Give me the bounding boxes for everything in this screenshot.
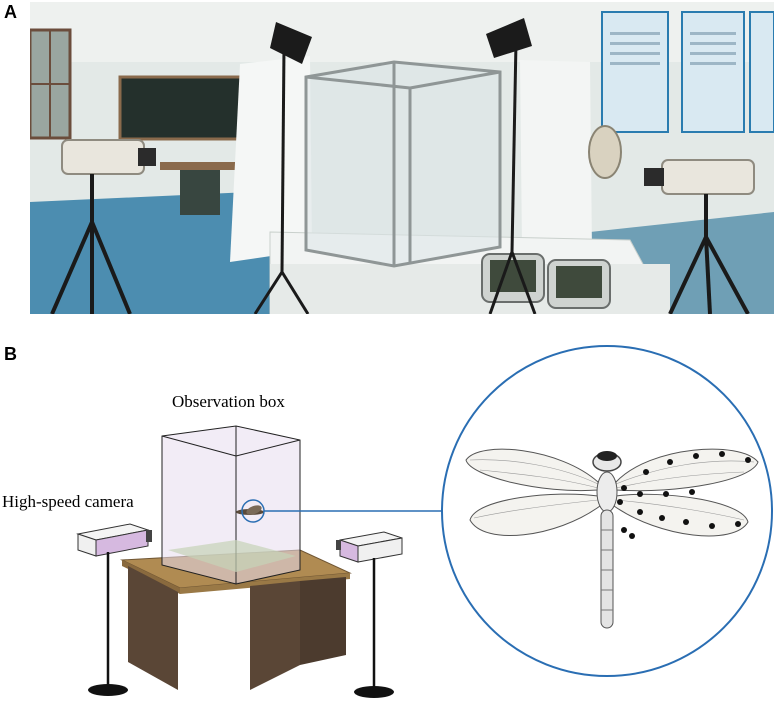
poster: [749, 11, 774, 133]
observation-box-label: Observation box: [172, 392, 285, 411]
speaker: [588, 125, 622, 179]
panel-b-letter: B: [4, 344, 17, 364]
dragonfly-large: [465, 448, 759, 629]
high-speed-camera-label: High-speed camera: [2, 492, 134, 511]
poster: [681, 11, 745, 133]
marker-dots: [617, 451, 751, 539]
white-backdrop: [520, 60, 592, 252]
left-camera: [50, 139, 156, 314]
glass-box: [304, 60, 502, 268]
right-camera: [644, 159, 755, 314]
white-backdrop: [230, 56, 312, 262]
floor: [30, 192, 290, 314]
panel-a-letter: A: [4, 2, 17, 22]
right-camera: [336, 531, 403, 698]
lab-photo: [30, 2, 774, 314]
blackboard: [118, 75, 254, 141]
left-camera: [76, 523, 152, 696]
light-head: [270, 18, 532, 64]
poster: [601, 11, 669, 133]
observation-box: [161, 425, 301, 585]
setup-diagram: [76, 345, 773, 698]
light-stand: [253, 41, 537, 314]
